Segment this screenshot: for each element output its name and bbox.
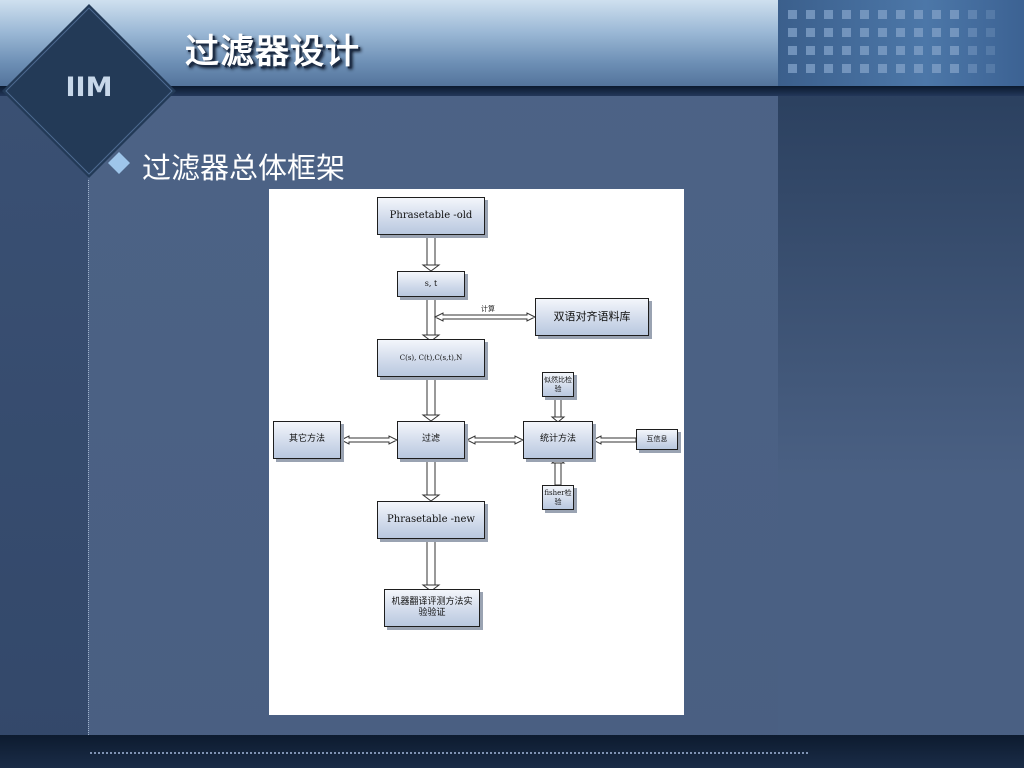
arrow-likelihood-to-stat [550, 396, 566, 423]
node-other-methods: 其它方法 [273, 421, 341, 459]
node-phrasetable-new: Phrasetable -new [377, 501, 485, 539]
logo-diamond-icon [2, 4, 176, 178]
node-filter: 过滤 [397, 421, 465, 459]
arrow-old-to-st [421, 234, 441, 272]
node-phrasetable-old: Phrasetable -old [377, 197, 485, 235]
footer-dotted-line [90, 752, 808, 754]
node-mutual-info: 互信息 [636, 429, 678, 450]
node-likelihood-test: 似然比检验 [542, 372, 574, 397]
diamond-bullet-icon [108, 152, 130, 174]
arrow-mutual-stat [591, 435, 637, 445]
diagram-connectors [339, 234, 637, 592]
arrow-filter-to-new [421, 458, 441, 502]
bullet-text: 过滤器总体框架 [142, 151, 346, 185]
node-statistical-methods: 统计方法 [523, 421, 593, 459]
diagram-panel: 计算 Phrasetable -old s, t 双语对齐语料库 C(s), C… [269, 189, 684, 715]
left-sidebar-strip [0, 90, 88, 768]
arrow-filter-stat [465, 435, 525, 445]
right-decor-panel [778, 90, 1024, 735]
decorative-dot-grid [788, 10, 995, 73]
footer-bar [0, 735, 1024, 768]
node-mt-eval: 机器翻译评测方法实验验证 [384, 589, 480, 627]
sidebar-divider [88, 180, 89, 735]
arrow-st-to-counts [421, 296, 441, 342]
header-shadow-band [0, 86, 1024, 96]
arrow-counts-to-filter [421, 376, 441, 422]
page-title: 过滤器设计 [185, 32, 360, 72]
node-counts: C(s), C(t),C(s,t),N [377, 339, 485, 377]
arrow-counts-bilingual [433, 312, 537, 322]
arrow-fisher-to-stat [550, 457, 566, 486]
node-fisher-test: fisher检验 [542, 485, 574, 510]
node-bilingual-corpus: 双语对齐语料库 [535, 298, 649, 336]
arrow-other-filter [339, 435, 399, 445]
logo-text: IIM [65, 72, 113, 103]
arrow-new-to-eval [421, 540, 441, 592]
edge-label: 计算 [481, 305, 495, 313]
node-s-t: s, t [397, 271, 465, 297]
